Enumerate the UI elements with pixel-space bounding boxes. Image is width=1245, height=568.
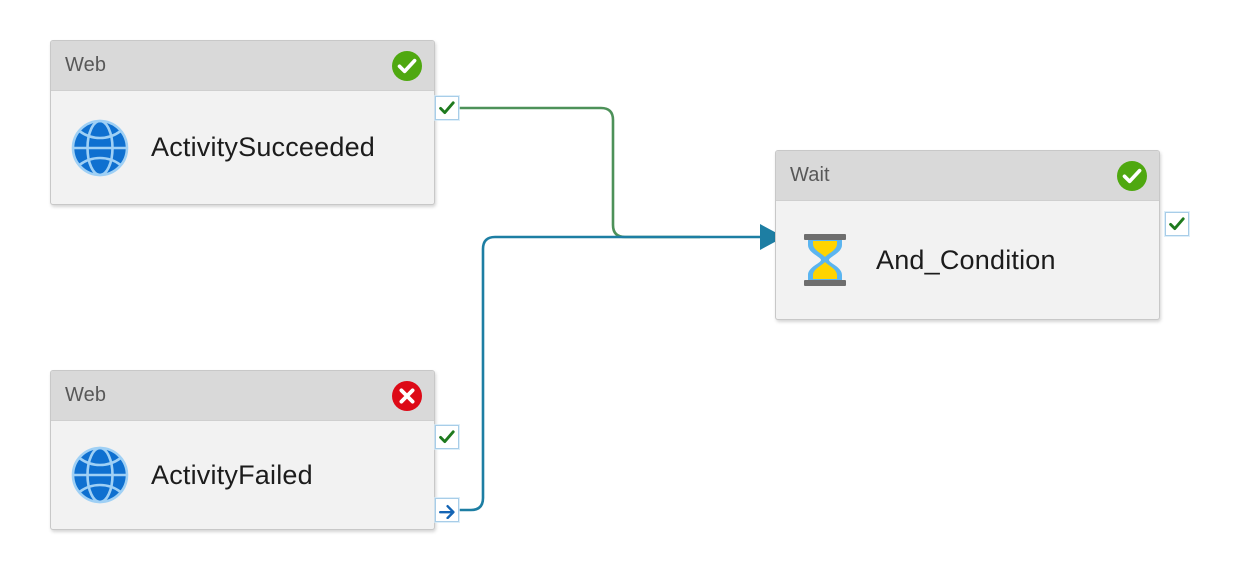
port-and-condition-out-success[interactable] <box>1165 212 1189 236</box>
checkmark-icon <box>1168 215 1186 233</box>
port-activity-succeeded-out-success[interactable] <box>435 96 459 120</box>
port-activity-failed-out-failure[interactable] <box>435 498 459 522</box>
node-header-title: Wait <box>790 164 830 186</box>
hourglass-icon <box>794 229 856 291</box>
connector-succeeded-to-wait[interactable] <box>459 106 700 239</box>
checkmark-icon <box>438 428 456 446</box>
error-cross-badge-icon <box>392 380 422 411</box>
node-label: ActivityFailed <box>151 459 313 490</box>
node-header-title: Web <box>65 384 107 406</box>
node-label: And_Condition <box>876 244 1056 275</box>
node-body: And_Condition <box>776 201 1159 319</box>
node-header-title: Web <box>65 54 107 76</box>
port-activity-failed-out-success[interactable] <box>435 425 459 449</box>
arrow-right-icon <box>438 501 456 519</box>
globe-icon <box>69 117 131 179</box>
node-header: Wait <box>776 151 1159 201</box>
success-check-badge-icon <box>1117 160 1147 191</box>
globe-icon <box>69 444 131 506</box>
checkmark-icon <box>438 99 456 117</box>
connector-failed-to-wait[interactable] <box>455 235 760 512</box>
node-header: Web <box>51 41 434 91</box>
node-header: Web <box>51 371 434 421</box>
node-body: ActivityFailed <box>51 421 434 529</box>
success-check-badge-icon <box>392 50 422 81</box>
node-body: ActivitySucceeded <box>51 91 434 204</box>
node-label: ActivitySucceeded <box>151 132 376 162</box>
